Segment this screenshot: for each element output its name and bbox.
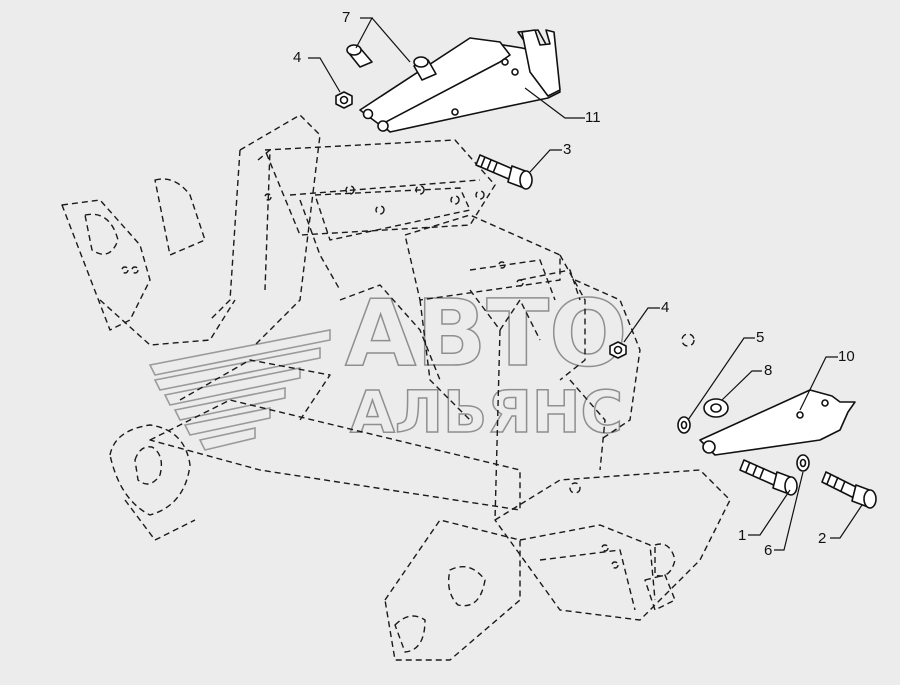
nut-part-4a [335, 91, 353, 109]
plate-part-10 [699, 389, 856, 456]
callout-4-upper: 4 [293, 49, 301, 66]
bolt-part-2 [821, 471, 877, 509]
callout-8: 8 [764, 362, 772, 379]
watermark-line1: АВТО [345, 280, 627, 387]
callout-2: 2 [818, 530, 826, 547]
watermark-line2: АЛЬЯНС [350, 378, 623, 446]
callout-10: 10 [838, 348, 855, 365]
spacer-sleeve-part-7a [346, 44, 373, 68]
sleeve-part-8 [703, 398, 729, 418]
nut-part-4b [609, 341, 627, 359]
callout-11: 11 [585, 109, 601, 126]
spacer-sleeve-part-7b [413, 56, 437, 81]
callout-5: 5 [756, 329, 764, 346]
bolt-part-3 [475, 154, 533, 190]
upper-bracket-part-11 [359, 29, 561, 133]
callout-3: 3 [563, 141, 571, 158]
bolt-part-1 [739, 459, 798, 496]
tractor-frame-outline [61, 114, 731, 661]
washer-part-5 [677, 416, 691, 434]
washer-part-6 [796, 454, 810, 472]
watermark-emblem-icon [148, 329, 331, 451]
callout-6: 6 [764, 542, 772, 559]
callout-labels: 7 4 11 3 4 5 8 10 1 6 2 [293, 9, 855, 559]
callout-1: 1 [738, 527, 746, 544]
watermark-logo: АВТО АЛЬЯНС [148, 279, 628, 451]
callout-7: 7 [342, 9, 350, 26]
leader-lines [308, 17, 863, 551]
callout-4-lower: 4 [661, 299, 669, 316]
